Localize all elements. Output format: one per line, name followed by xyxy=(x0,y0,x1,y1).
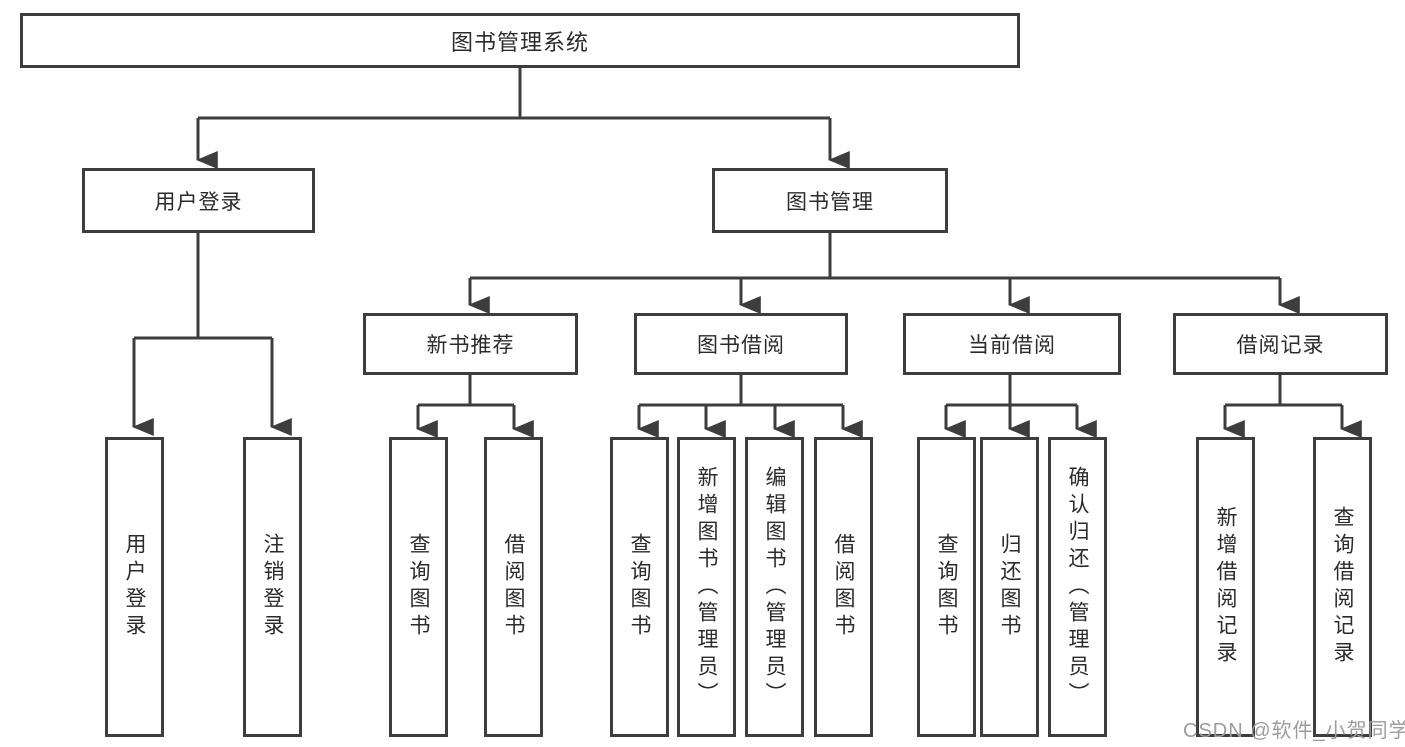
node-label: 编辑图书（管理员） xyxy=(763,465,786,709)
node-leaf-add-book-admin: 新增图书（管理员） xyxy=(677,437,736,737)
node-leaf-add-borrowing-record: 新增借阅记录 xyxy=(1196,437,1255,737)
node-label: 查询借阅记录 xyxy=(1331,506,1354,668)
node-leaf-logout: 注销登录 xyxy=(243,437,302,737)
node-book-borrowing: 图书借阅 xyxy=(634,313,848,375)
node-label: 新增借阅记录 xyxy=(1214,506,1237,668)
node-label: 用户登录 xyxy=(154,190,243,214)
node-label: 借阅图书 xyxy=(502,533,525,641)
node-leaf-query-books-borrow: 查询图书 xyxy=(610,437,669,737)
node-label: 用户登录 xyxy=(123,533,146,641)
node-label: 图书管理 xyxy=(786,190,874,214)
node-leaf-confirm-return-admin: 确认归还（管理员） xyxy=(1048,437,1107,737)
node-label: 新书推荐 xyxy=(426,334,515,357)
node-label: 图书借阅 xyxy=(697,334,785,357)
node-label: 查询图书 xyxy=(407,533,430,641)
node-label: 注销登录 xyxy=(261,533,284,641)
node-label: 当前借阅 xyxy=(968,334,1056,357)
node-leaf-return-book: 归还图书 xyxy=(980,437,1039,737)
node-label: 借阅图书 xyxy=(832,533,855,641)
node-label: 查询图书 xyxy=(628,533,651,641)
node-leaf-borrow-books-recommend: 借阅图书 xyxy=(484,437,543,737)
node-label: 归还图书 xyxy=(998,533,1021,641)
node-leaf-user-login: 用户登录 xyxy=(105,437,164,737)
node-leaf-edit-book-admin: 编辑图书（管理员） xyxy=(745,437,804,737)
node-label: 图书管理系统 xyxy=(450,29,589,55)
node-label: 查询图书 xyxy=(935,533,958,641)
node-book-management-system: 图书管理系统 xyxy=(20,13,1020,68)
node-new-book-recommendation: 新书推荐 xyxy=(363,313,578,375)
node-label: 确认归还（管理员） xyxy=(1066,465,1089,709)
node-leaf-query-books-recommend: 查询图书 xyxy=(389,437,448,737)
watermark: CSDN @软件_小贺同学 xyxy=(1183,720,1405,742)
node-leaf-query-borrowing-record: 查询借阅记录 xyxy=(1313,437,1372,737)
node-label: 借阅记录 xyxy=(1236,334,1325,357)
node-borrowing-records: 借阅记录 xyxy=(1173,313,1388,375)
node-current-borrowing: 当前借阅 xyxy=(903,313,1121,375)
node-leaf-query-books-current: 查询图书 xyxy=(917,437,976,737)
node-leaf-borrow-books-borrow: 借阅图书 xyxy=(814,437,873,737)
node-book-management: 图书管理 xyxy=(712,168,948,233)
node-label: 新增图书（管理员） xyxy=(695,465,718,709)
node-user-login: 用户登录 xyxy=(82,168,315,233)
